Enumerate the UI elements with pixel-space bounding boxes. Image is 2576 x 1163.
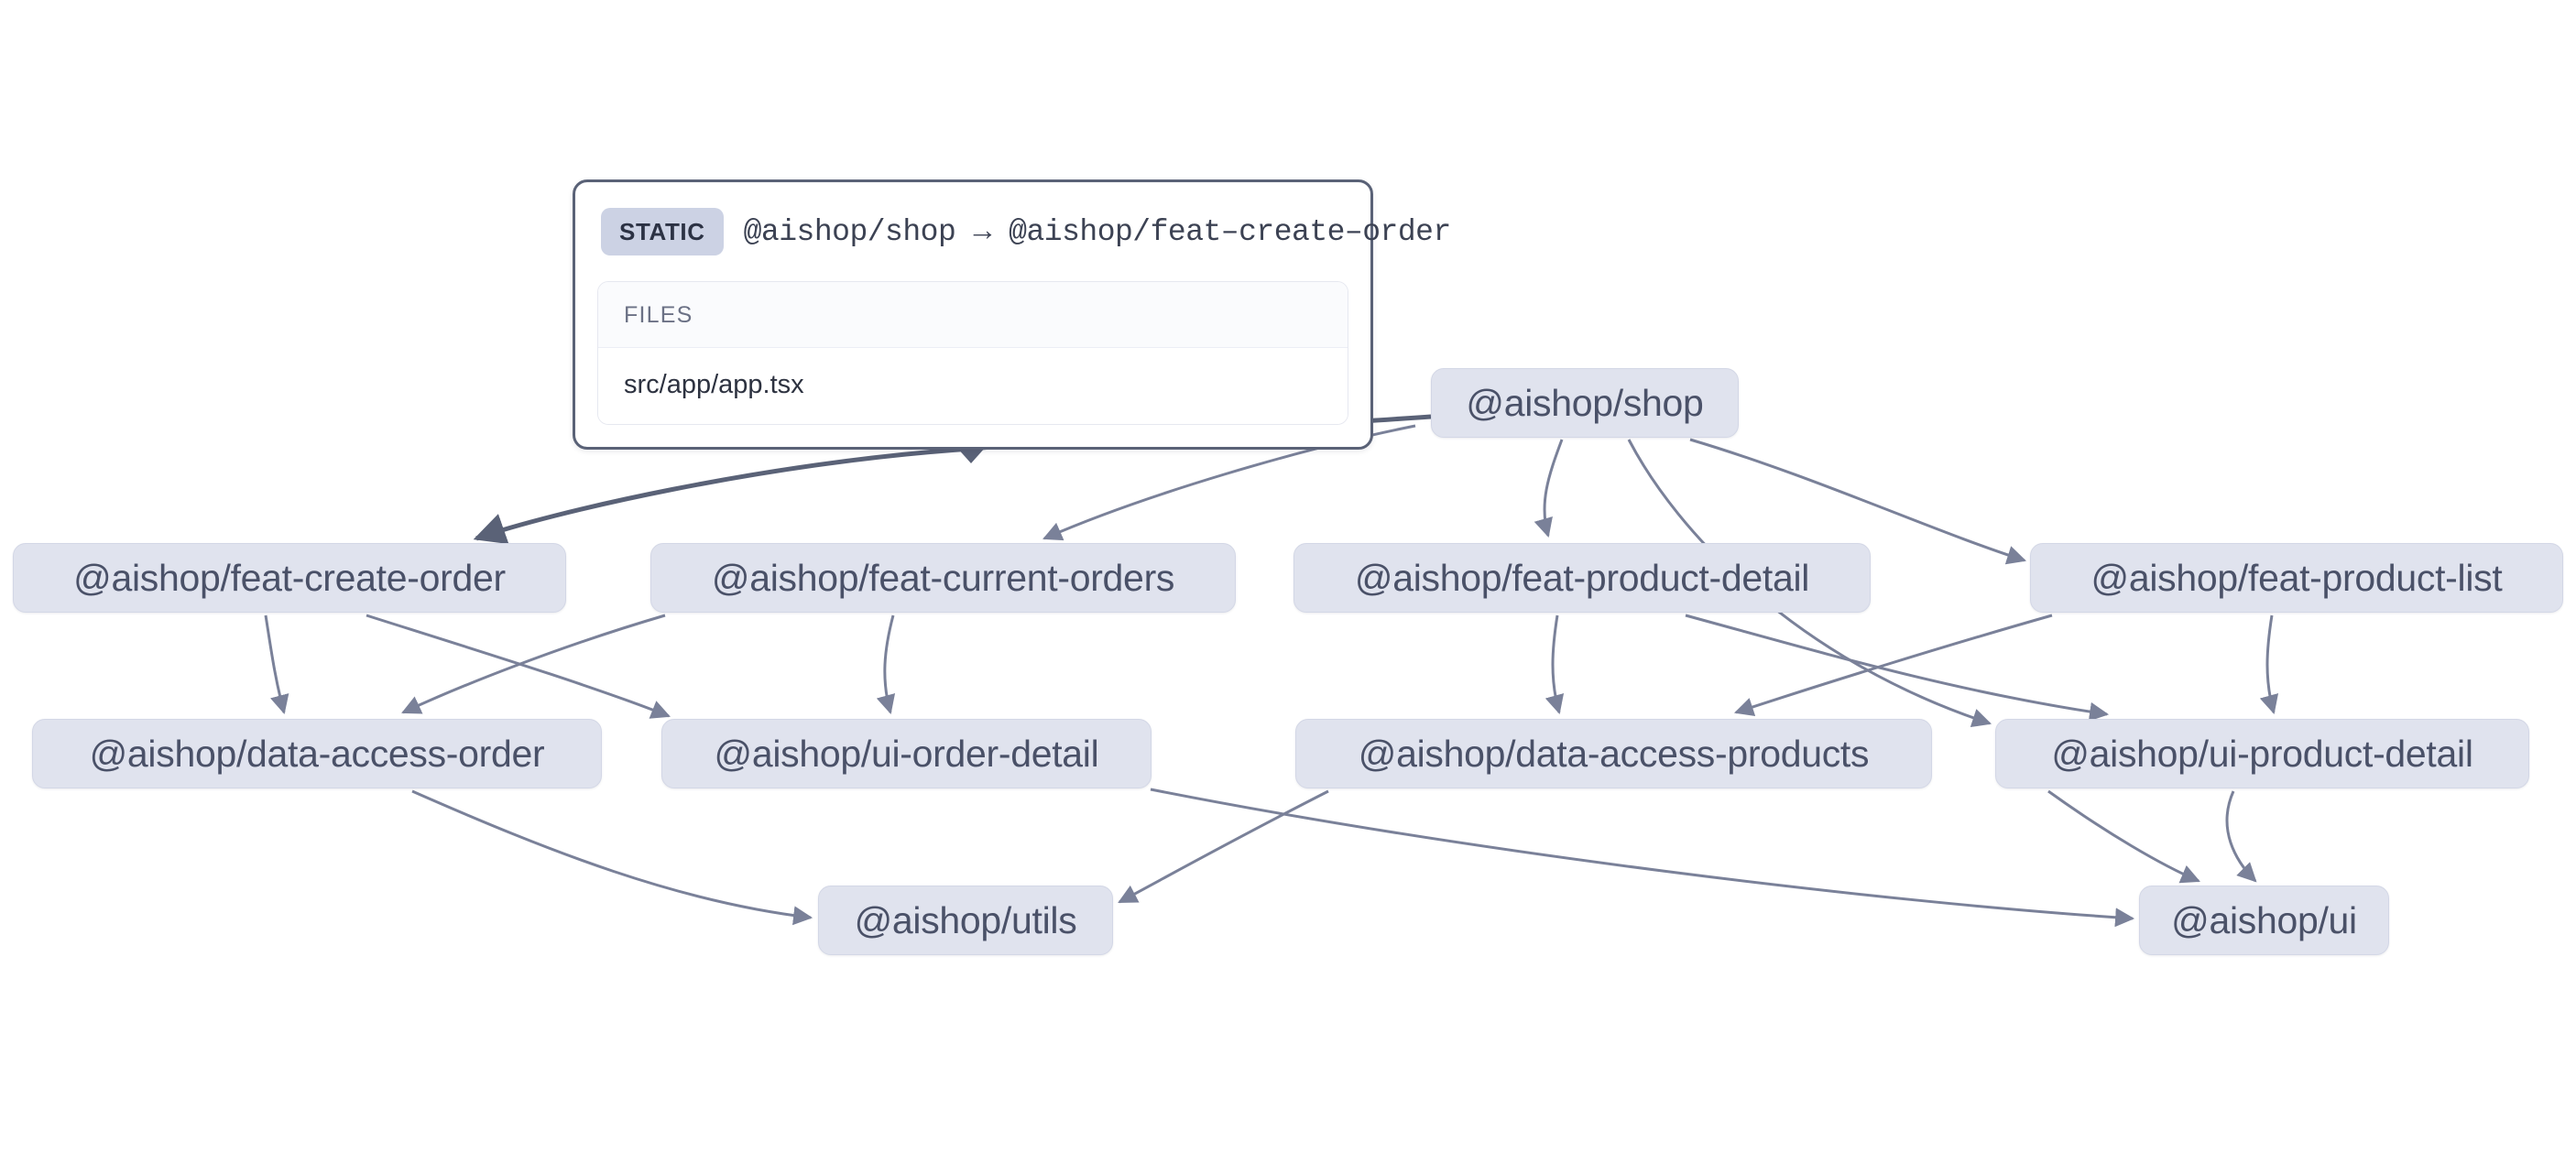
edge-ui-product-detail-to-ui-diagonal xyxy=(2047,789,2200,884)
graph-node-label: @aishop/ui xyxy=(2171,898,2357,941)
edge-shop-to-feat-product-detail xyxy=(1534,439,1564,538)
graph-node-feat-product-list[interactable]: @aishop/feat-product-list xyxy=(2030,543,2563,613)
graph-node-feat-product-detail[interactable]: @aishop/feat-product-detail xyxy=(1293,543,1871,613)
edge-ui-order-detail-to-ui xyxy=(1150,788,2135,928)
status-badge: STATIC xyxy=(601,208,724,255)
edge-feat-product-detail-to-data-access-products xyxy=(1545,614,1565,715)
graph-node-label: @aishop/data-access-order xyxy=(89,732,545,775)
graph-node-label: @aishop/utils xyxy=(854,898,1077,941)
graph-node-ui[interactable]: @aishop/ui xyxy=(2139,886,2389,955)
edge-feat-product-list-to-data-access-products xyxy=(1734,614,2053,717)
tooltip-title: @aishop/shop → @aishop/feat–create–order xyxy=(743,214,1452,249)
graph-node-ui-product-detail[interactable]: @aishop/ui-product-detail xyxy=(1995,719,2529,788)
graph-node-shop[interactable]: @aishop/shop xyxy=(1431,368,1739,438)
graph-node-label: @aishop/feat-create-order xyxy=(73,556,506,599)
graph-node-feat-current-orders[interactable]: @aishop/feat-current-orders xyxy=(650,543,1236,613)
edge-feat-create-order-to-ui-order-detail xyxy=(366,614,671,719)
file-row: src/app/app.tsx xyxy=(598,348,1348,424)
edge-data-access-order-to-utils xyxy=(411,789,813,926)
edge-ui-product-detail-to-ui-curve xyxy=(2225,790,2257,883)
tooltip-header: STATIC @aishop/shop → @aishop/feat–creat… xyxy=(597,202,1451,263)
graph-node-label: @aishop/ui-order-detail xyxy=(714,732,1099,775)
edge-data-access-products-to-utils xyxy=(1118,789,1329,904)
graph-node-label: @aishop/feat-product-list xyxy=(2090,556,2503,599)
graph-node-label: @aishop/feat-product-detail xyxy=(1354,556,1810,599)
graph-node-label: @aishop/shop xyxy=(1466,381,1704,424)
graph-node-label: @aishop/feat-current-orders xyxy=(711,556,1175,599)
edge-feat-current-orders-to-ui-order-detail xyxy=(876,614,896,715)
edge-feat-product-detail-to-ui-product-detail xyxy=(1685,614,2110,722)
edge-feat-current-orders-to-data-access-order xyxy=(401,614,666,714)
files-panel: FILES src/app/app.tsx xyxy=(597,281,1348,425)
files-list: src/app/app.tsx xyxy=(598,348,1348,424)
graph-node-data-access-products[interactable]: @aishop/data-access-products xyxy=(1295,719,1932,788)
graph-node-feat-create-order[interactable]: @aishop/feat-create-order xyxy=(13,543,566,613)
graph-node-label: @aishop/ui-product-detail xyxy=(2051,732,2473,775)
edge-detail-tooltip: STATIC @aishop/shop → @aishop/feat–creat… xyxy=(573,179,1451,450)
graph-node-label: @aishop/data-access-products xyxy=(1358,732,1870,775)
graph-node-utils[interactable]: @aishop/utils xyxy=(818,886,1113,955)
files-header: FILES xyxy=(598,282,1348,348)
edge-feat-create-order-to-data-access-order xyxy=(264,614,289,715)
edge-feat-product-list-to-ui-product-detail xyxy=(2259,614,2279,715)
graph-node-data-access-order[interactable]: @aishop/data-access-order xyxy=(32,719,602,788)
graph-node-ui-order-detail[interactable]: @aishop/ui-order-detail xyxy=(661,719,1152,788)
